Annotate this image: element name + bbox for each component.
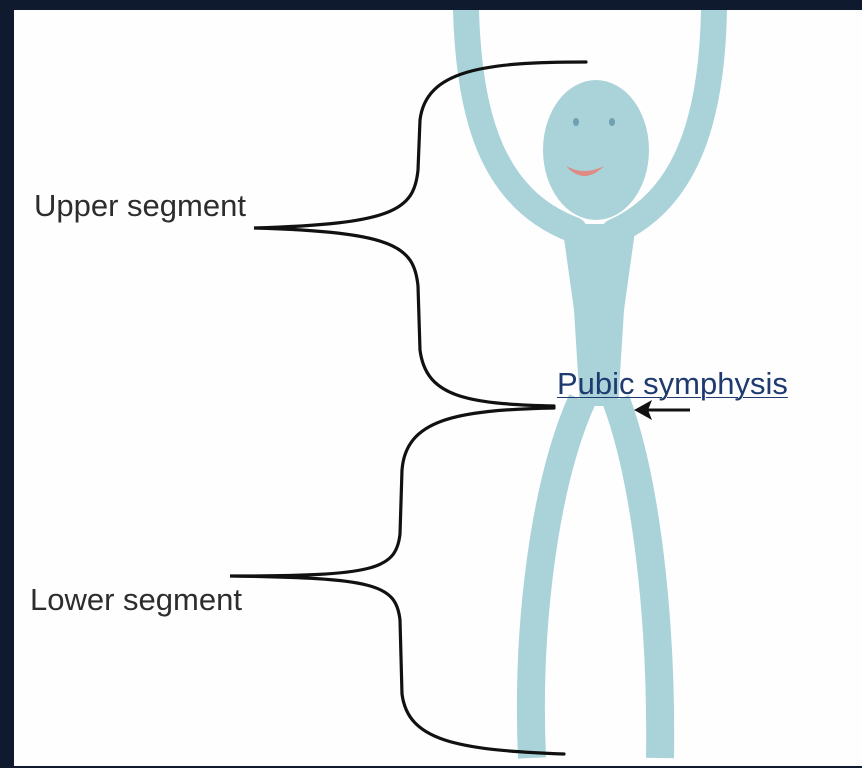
pubic-symphysis-arrow	[634, 400, 690, 420]
left-eye	[573, 118, 579, 126]
lower-segment-label: Lower segment	[30, 582, 242, 618]
pubic-symphysis-label: Pubic symphysis	[557, 366, 788, 402]
diagram-panel: Upper segment Lower segment Pubic symphy…	[14, 10, 862, 766]
right-eye	[609, 118, 615, 126]
upper-segment-bracket	[254, 62, 586, 406]
left-leg	[531, 400, 582, 758]
lower-segment-bracket	[230, 408, 564, 754]
upper-segment-label: Upper segment	[34, 188, 246, 224]
right-leg	[616, 400, 660, 758]
head	[543, 80, 649, 220]
